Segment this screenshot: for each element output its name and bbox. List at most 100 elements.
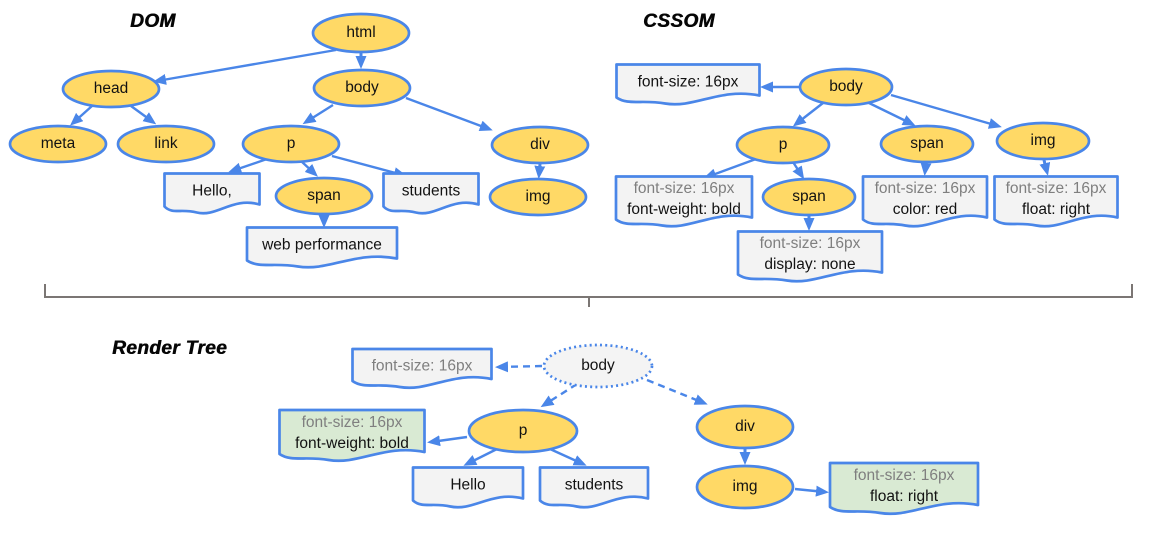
rule-cssom-p-span: font-size: 16px display: none <box>760 233 861 275</box>
dom-tree-arrow-p-span <box>300 160 318 177</box>
render-tree-title: Render Tree <box>112 338 227 359</box>
cssom-tree-arrow-span-rule <box>920 162 932 176</box>
rule-cssom-img-line-1: font-size: 16px <box>1005 180 1107 197</box>
node-cssom-body: body <box>829 78 863 95</box>
node-dom-p-shape <box>241 124 341 164</box>
render-tree-arrow-p-students <box>549 447 587 466</box>
node-cssom-p-shape <box>735 125 831 165</box>
node-dom-body-shape <box>312 68 412 108</box>
node-render-div: div <box>735 418 755 435</box>
node-dom-text-webperf-line-1: web performance <box>262 236 382 254</box>
node-dom-div: div <box>530 136 550 153</box>
merge-bracket <box>44 284 1133 307</box>
rule-cssom-p-span-line-2: display: none <box>764 256 856 273</box>
rule-cssom-p: font-size: 16px font-weight: bold <box>627 178 741 220</box>
dom-tree-arrow-head-link <box>130 105 157 125</box>
rule-cssom-img-line-2: float: right <box>1021 201 1091 218</box>
cssom-tree-arrow-body-span <box>868 101 916 126</box>
node-cssom-p-span-shape <box>761 177 857 217</box>
node-dom-head-shape <box>61 69 161 109</box>
node-cssom-img-shape <box>995 121 1091 161</box>
rule-render-body: font-size: 16px <box>372 356 473 377</box>
node-dom-html-shape <box>311 12 411 54</box>
rule-render-p-line-1: font-size: 16px <box>301 414 403 431</box>
node-render-img: img <box>732 478 758 495</box>
node-dom-text-hello: Hello, <box>192 181 232 202</box>
dom-tree-arrow-p-students <box>331 154 407 178</box>
node-cssom-p: p <box>778 136 788 153</box>
node-dom-span: span <box>307 187 341 204</box>
dom-tree-arrow-body-div <box>405 96 493 132</box>
node-dom-span-shape <box>274 176 374 216</box>
render-tree-arrow-p-rule <box>427 435 468 447</box>
rule-render-p-line-2: font-weight: bold <box>295 435 409 452</box>
node-dom-link: link <box>154 135 178 152</box>
node-dom-text-hello-line-1: Hello, <box>192 182 232 200</box>
node-render-p: p <box>518 422 528 439</box>
node-render-p-shape <box>467 408 579 454</box>
rule-cssom-span-line-2: color: red <box>892 201 958 218</box>
rule-cssom-img: font-size: 16px float: right <box>1006 178 1107 220</box>
dom-tree-arrow-html-head <box>153 48 337 85</box>
node-dom-text-students-line-1: students <box>401 182 461 200</box>
node-render-img-shape <box>695 464 795 510</box>
node-render-text-students: students <box>565 475 624 496</box>
render-tree-arrow-img-rule <box>794 485 829 497</box>
dom-tree-arrow-div-img <box>534 163 546 179</box>
rule-render-p: font-size: 16px font-weight: bold <box>295 412 409 454</box>
dom-tree-arrow-p-hello <box>228 157 268 174</box>
node-render-text-hello-shape <box>411 466 525 509</box>
node-render-text-students-line-1: students <box>564 476 624 494</box>
rule-cssom-p-span-shape <box>736 230 884 283</box>
node-cssom-span-shape <box>879 124 975 164</box>
node-dom-text-students-shape <box>382 172 480 215</box>
node-dom-link-shape <box>116 124 216 164</box>
rule-render-body-shape <box>351 347 493 390</box>
node-dom-head: head <box>93 80 129 97</box>
node-dom-text-webperf-shape <box>245 226 399 269</box>
render-tree-arrow-p-hello <box>463 447 498 466</box>
render-tree-arrow-body-p <box>540 382 578 408</box>
cssom-tree-title: CSSOM <box>643 11 715 32</box>
rule-cssom-body: font-size: 16px <box>638 72 739 93</box>
rule-cssom-span: font-size: 16px color: red <box>875 178 976 220</box>
dom-tree-arrow-body-p <box>302 103 334 125</box>
dom-tree-arrow-head-meta <box>70 105 93 126</box>
node-dom-text-hello-shape <box>163 172 261 215</box>
node-dom-text-students: students <box>402 181 461 202</box>
node-render-div-shape <box>695 404 795 450</box>
cssom-tree-arrow-img-rule <box>1039 159 1051 176</box>
dom-tree-title: DOM <box>130 11 176 32</box>
rule-cssom-p-span-line-1: font-size: 16px <box>759 235 861 252</box>
node-dom-html: html <box>346 24 376 41</box>
rule-cssom-span-shape <box>861 175 989 228</box>
rule-cssom-p-line-2: font-weight: bold <box>627 201 741 218</box>
node-dom-img: img <box>525 188 551 205</box>
node-render-text-hello-line-1: Hello <box>450 476 486 494</box>
rule-cssom-body-line-1: font-size: 16px <box>637 73 739 91</box>
node-render-text-hello: Hello <box>450 475 485 496</box>
rule-render-img-shape <box>828 461 980 516</box>
node-render-body-shape <box>542 343 654 389</box>
node-dom-p: p <box>286 135 296 152</box>
cssom-tree-arrow-body-img <box>890 93 1002 129</box>
rule-render-p-shape <box>278 408 426 463</box>
node-dom-body: body <box>345 79 379 96</box>
rule-render-body-line-1: font-size: 16px <box>371 357 473 375</box>
rule-cssom-p-shape <box>614 175 754 228</box>
node-cssom-body-shape <box>798 67 894 107</box>
rule-render-img-line-1: font-size: 16px <box>853 467 955 484</box>
node-cssom-p-span: span <box>792 188 826 205</box>
node-dom-text-webperf: web performance <box>262 235 382 256</box>
rule-cssom-p-line-1: font-size: 16px <box>633 180 735 197</box>
cssom-tree-arrow-p-rule <box>703 157 757 180</box>
node-cssom-img: img <box>1030 132 1056 149</box>
render-tree-arrow-body-div <box>646 378 708 405</box>
node-dom-div-shape <box>490 125 590 165</box>
node-render-body: body <box>581 357 615 374</box>
rule-cssom-span-line-1: font-size: 16px <box>874 180 976 197</box>
